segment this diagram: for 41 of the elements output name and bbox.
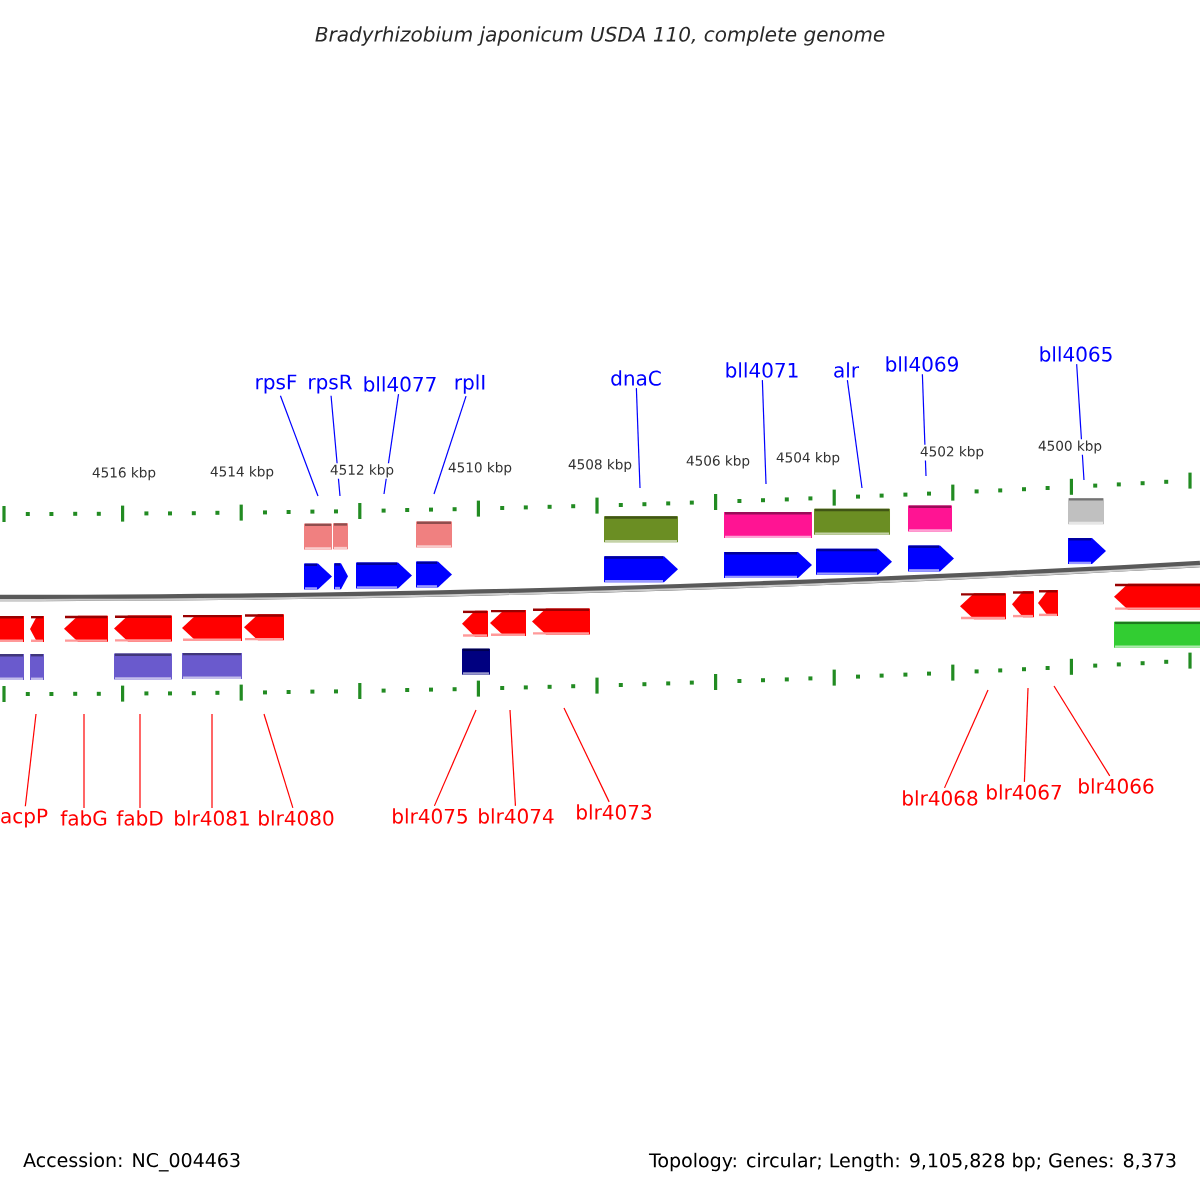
leader-line	[509, 709, 517, 807]
title: Bradyrhizobium japonicum USDA 110, complete genome	[315, 26, 885, 46]
leader-line	[761, 379, 767, 485]
gene-label: blr4075	[393, 808, 467, 824]
leader-line	[211, 713, 213, 809]
gene-label: blr4073	[577, 804, 652, 820]
summary-text: Topology: circular; Length: 9,105,828 bp; Genes: 8,373	[648, 1152, 1176, 1172]
gene-label: blr4068	[903, 790, 978, 806]
gene-label: bll4069	[886, 356, 958, 372]
leader-line	[279, 395, 319, 497]
accession-text: Accession: NC_004463	[23, 1152, 240, 1172]
leader-line	[1023, 687, 1029, 783]
leader-line	[635, 387, 641, 489]
gene-label: rplI	[455, 374, 485, 394]
leader-line	[563, 707, 610, 803]
gene-label: bll4065	[1040, 346, 1112, 362]
leader-line	[263, 713, 294, 809]
gene-label: acpP	[1, 808, 48, 828]
leader-line	[846, 379, 863, 489]
leader-line	[1076, 363, 1085, 481]
gene-label: rpsF	[256, 374, 297, 394]
leader-line	[433, 709, 477, 807]
gene-label: bll4071	[726, 362, 798, 378]
gene-label: blr4080	[259, 810, 334, 826]
leader-line	[433, 395, 467, 495]
gene-label: blr4067	[987, 784, 1061, 800]
leader-line	[921, 373, 927, 477]
gene-label: dnaC	[611, 370, 661, 386]
gene-label: alr	[834, 362, 860, 378]
leader-line	[1053, 685, 1111, 777]
gene-label: fabG	[60, 810, 107, 826]
gene-label: rpsR	[309, 374, 353, 394]
gene-label: blr4081	[175, 810, 249, 826]
leader-line	[943, 689, 989, 789]
leader-line	[24, 713, 37, 807]
leader-line	[83, 713, 85, 809]
gene-label: fabD	[116, 810, 163, 826]
leader-line	[139, 713, 141, 809]
gene-label: blr4066	[1079, 778, 1154, 794]
gene-label: blr4074	[479, 808, 554, 824]
gene-label: bll4077	[364, 376, 436, 392]
